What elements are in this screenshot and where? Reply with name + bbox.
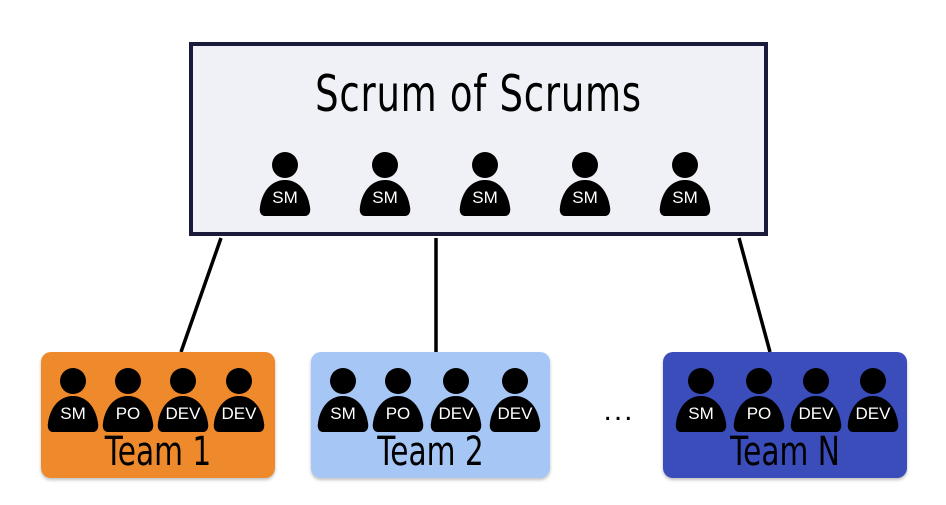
more-teams-ellipsis: ...: [603, 394, 635, 427]
person-icon: [489, 368, 541, 432]
person-icon: [675, 368, 727, 432]
scrum-of-scrums-title: Scrum of Scrums: [315, 65, 642, 123]
person-team-n-1: SM: [675, 368, 727, 432]
person-body: [459, 180, 511, 216]
role-label: SM: [688, 404, 714, 423]
role-label: PO: [385, 404, 411, 423]
role-label: DEV: [855, 404, 891, 423]
person-body: [489, 396, 541, 432]
person-head: [472, 152, 498, 178]
person-icon: [847, 368, 899, 432]
role-label: SM: [472, 188, 498, 207]
person-body: [157, 396, 209, 432]
person-head: [746, 368, 772, 394]
person-head: [60, 368, 86, 394]
person-sos-4: SM: [559, 152, 611, 216]
person-head: [672, 152, 698, 178]
person-body: [47, 396, 99, 432]
team-label-n: Team N: [730, 429, 840, 475]
role-label: DEV: [221, 404, 257, 423]
person-team-2-1: SM: [317, 368, 369, 432]
person-team-n-3: DEV: [790, 368, 842, 432]
person-icon: [733, 368, 785, 432]
person-head: [170, 368, 196, 394]
person-body: [430, 396, 482, 432]
person-sos-5: SM: [659, 152, 711, 216]
person-body: [213, 396, 265, 432]
person-head: [272, 152, 298, 178]
person-body: [359, 180, 411, 216]
person-head: [226, 368, 252, 394]
role-label: PO: [115, 404, 141, 423]
person-body: [317, 396, 369, 432]
role-label: DEV: [497, 404, 533, 423]
connector-team-1: [179, 237, 223, 353]
person-head: [443, 368, 469, 394]
team-box-2: SM PO DEV DEV Team 2: [311, 352, 550, 478]
team-label-1: Team 1: [104, 429, 212, 475]
connector-team-n: [737, 237, 772, 353]
role-label: PO: [746, 404, 772, 423]
person-head: [860, 368, 886, 394]
person-team-1-1: SM: [47, 368, 99, 432]
person-head: [502, 368, 528, 394]
person-body: [102, 396, 154, 432]
role-label: SM: [372, 188, 398, 207]
person-icon: [790, 368, 842, 432]
role-label: DEV: [438, 404, 474, 423]
role-label: SM: [672, 188, 698, 207]
person-head: [115, 368, 141, 394]
person-icon: [372, 368, 424, 432]
person-team-2-2: PO: [372, 368, 424, 432]
person-team-1-4: DEV: [213, 368, 265, 432]
team-box-n: SM PO DEV DEV Team N: [663, 352, 907, 478]
person-sos-3: SM: [459, 152, 511, 216]
person-icon: [259, 152, 311, 216]
person-icon: [317, 368, 369, 432]
role-label: DEV: [165, 404, 201, 423]
person-team-2-3: DEV: [430, 368, 482, 432]
role-label: SM: [272, 188, 298, 207]
person-icon: [213, 368, 265, 432]
person-icon: [157, 368, 209, 432]
person-icon: [559, 152, 611, 216]
person-icon: [430, 368, 482, 432]
person-icon: [359, 152, 411, 216]
person-body: [559, 180, 611, 216]
person-head: [803, 368, 829, 394]
person-team-n-4: DEV: [847, 368, 899, 432]
role-label: SM: [330, 404, 356, 423]
person-team-1-2: PO: [102, 368, 154, 432]
person-icon: [459, 152, 511, 216]
person-head: [372, 152, 398, 178]
person-body: [847, 396, 899, 432]
person-icon: [47, 368, 99, 432]
person-head: [572, 152, 598, 178]
person-body: [372, 396, 424, 432]
person-icon: [659, 152, 711, 216]
person-team-n-2: PO: [733, 368, 785, 432]
person-head: [385, 368, 411, 394]
team-label-2: Team 2: [377, 429, 484, 475]
person-icon: [102, 368, 154, 432]
person-body: [675, 396, 727, 432]
person-body: [790, 396, 842, 432]
person-team-2-4: DEV: [489, 368, 541, 432]
role-label: SM: [60, 404, 86, 423]
person-head: [330, 368, 356, 394]
person-body: [259, 180, 311, 216]
role-label: SM: [572, 188, 598, 207]
person-head: [688, 368, 714, 394]
person-sos-2: SM: [359, 152, 411, 216]
person-body: [659, 180, 711, 216]
person-team-1-3: DEV: [157, 368, 209, 432]
team-box-1: SM PO DEV DEV Team 1: [41, 352, 275, 478]
scrum-of-scrums-box: Scrum of Scrums SM SM SM SM SM: [189, 42, 768, 236]
person-body: [733, 396, 785, 432]
person-sos-1: SM: [259, 152, 311, 216]
role-label: DEV: [798, 404, 834, 423]
